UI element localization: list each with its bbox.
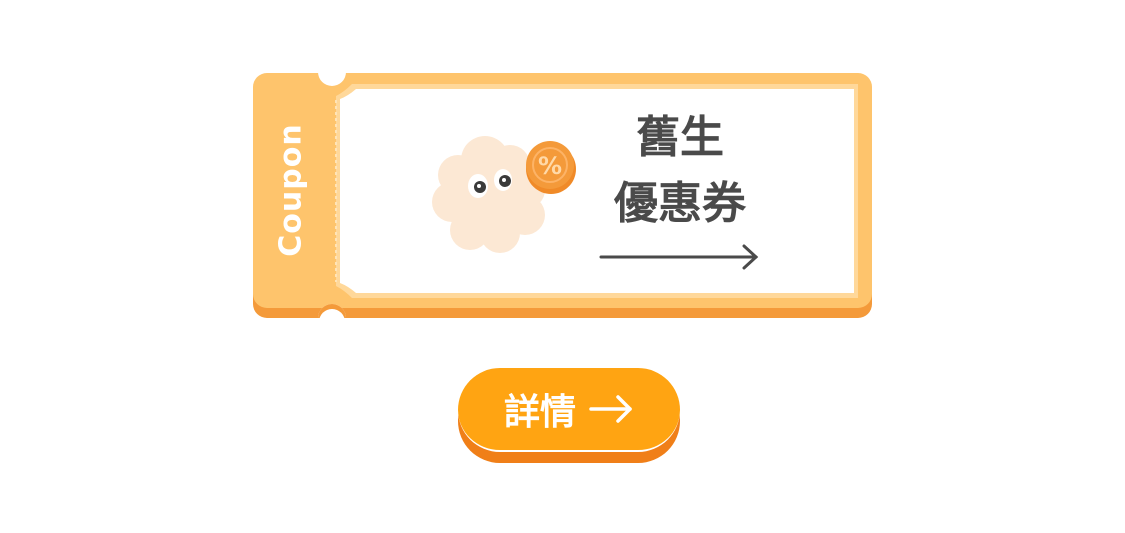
coupon-title-line1: 舊生 (636, 112, 724, 163)
details-button-label: 詳情 (503, 392, 576, 433)
notch-top (318, 58, 346, 86)
svg-text:%: % (538, 152, 562, 180)
arrow-right-icon (599, 244, 759, 270)
arrow-right-icon (589, 395, 632, 423)
coupon-stub-label: Coupon (273, 123, 309, 257)
details-button[interactable]: 詳情 (458, 368, 680, 463)
coupon-title-line2: 優惠券 (614, 178, 746, 229)
percent-coin-icon: % (526, 141, 576, 194)
